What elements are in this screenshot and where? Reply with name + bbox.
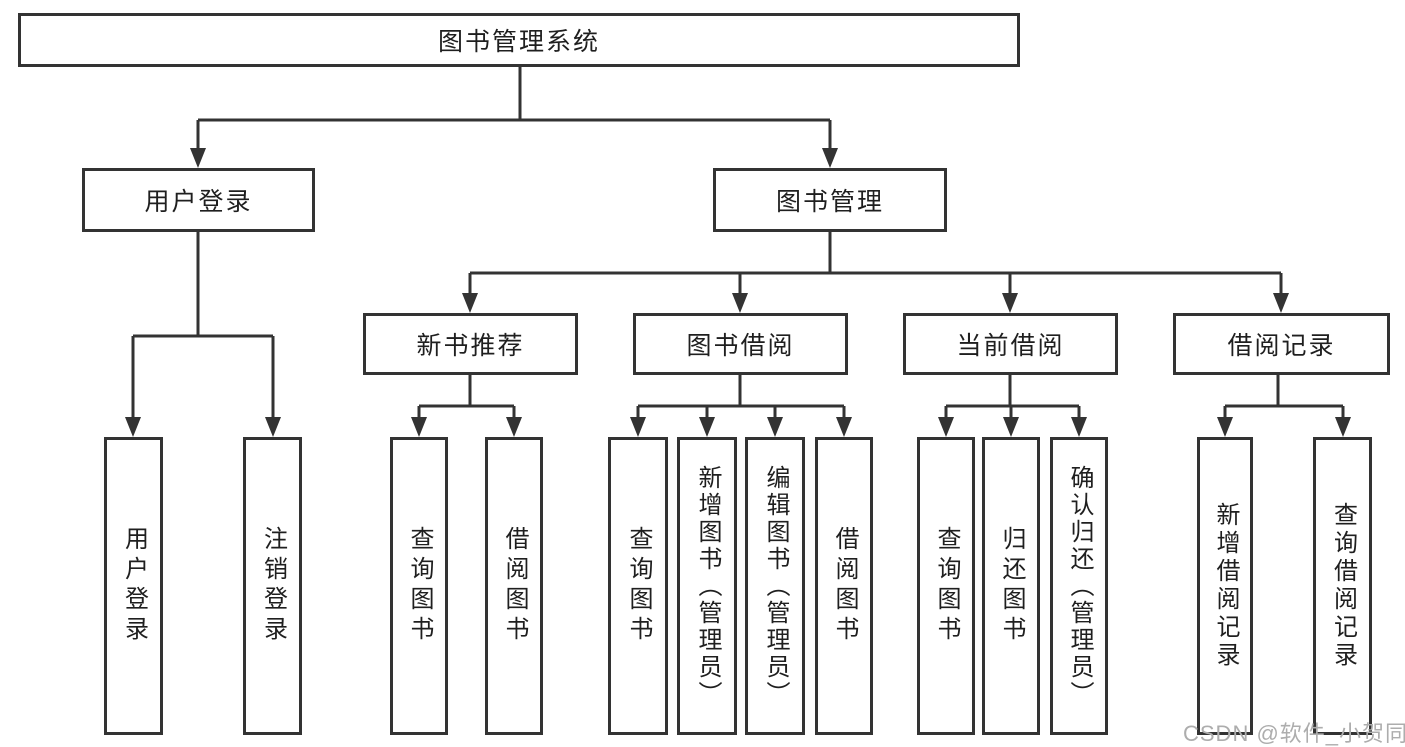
- node-label: 新增借阅记录: [1212, 502, 1239, 670]
- node-current-borrowing: 当前借阅: [903, 313, 1118, 375]
- node-label: 借阅图书: [501, 526, 528, 646]
- leaf-borrow-books: 借阅图书: [815, 437, 873, 735]
- node-book-borrowing: 图书借阅: [633, 313, 848, 375]
- node-new-book-recommendation: 新书推荐: [363, 313, 578, 375]
- node-label: 编辑图书（管理员）: [762, 464, 789, 708]
- node-label: 查询图书: [625, 526, 652, 646]
- node-label: 查询图书: [406, 526, 433, 646]
- node-label: 当前借阅: [956, 332, 1065, 360]
- leaf-query-books-recommend: 查询图书: [390, 437, 448, 735]
- leaf-logout: 注销登录: [243, 437, 302, 735]
- leaf-query-books-current: 查询图书: [917, 437, 975, 735]
- node-book-management: 图书管理: [713, 168, 947, 232]
- leaf-confirm-return-admin: 确认归还（管理员）: [1050, 437, 1108, 735]
- node-label: 用户登录: [144, 188, 253, 216]
- csdn-watermark: CSDN @软件_小贺同学: [1183, 721, 1405, 746]
- node-label: 图书管理系统: [437, 28, 600, 56]
- leaf-query-books-borrowing: 查询图书: [608, 437, 668, 735]
- leaf-return-books: 归还图书: [982, 437, 1040, 735]
- node-label: 图书管理: [775, 188, 884, 216]
- node-label: 新书推荐: [416, 332, 525, 360]
- node-label: 注销登录: [259, 526, 287, 646]
- node-user-login-module: 用户登录: [82, 168, 315, 232]
- node-label: 借阅记录: [1227, 332, 1336, 360]
- node-label: 查询图书: [933, 526, 960, 646]
- node-borrowing-records: 借阅记录: [1173, 313, 1390, 375]
- leaf-user-login: 用户登录: [104, 437, 163, 735]
- node-label: 图书借阅: [686, 332, 795, 360]
- leaf-query-borrow-record: 查询借阅记录: [1313, 437, 1372, 735]
- node-label: 确认归还（管理员）: [1066, 464, 1093, 708]
- node-label: 新增图书（管理员）: [694, 464, 721, 708]
- node-library-system: 图书管理系统: [18, 13, 1020, 67]
- leaf-add-borrow-record: 新增借阅记录: [1197, 437, 1253, 735]
- node-label: 查询借阅记录: [1329, 502, 1357, 670]
- leaf-add-book-admin: 新增图书（管理员）: [677, 437, 737, 735]
- node-label: 归还图书: [998, 526, 1025, 646]
- node-label: 用户登录: [120, 526, 148, 646]
- node-label: 借阅图书: [831, 526, 858, 646]
- leaf-borrow-books-recommend: 借阅图书: [485, 437, 543, 735]
- leaf-edit-book-admin: 编辑图书（管理员）: [745, 437, 805, 735]
